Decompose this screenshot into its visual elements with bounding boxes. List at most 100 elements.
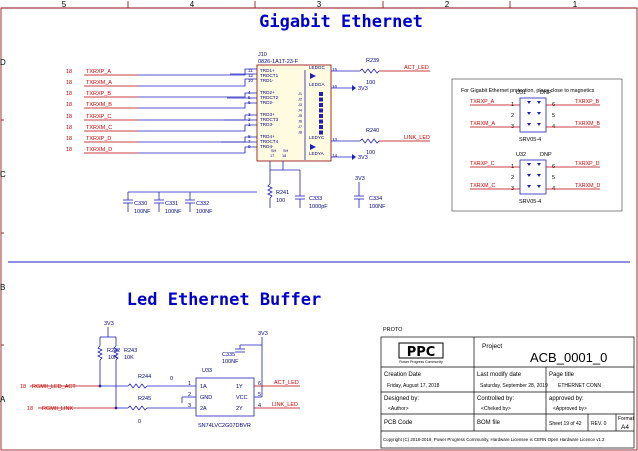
cap-ref-1: C331	[165, 201, 178, 207]
modify-date: Saturday, September 28, 2019	[480, 383, 548, 389]
net-act-led: ACT_LED	[404, 65, 429, 71]
j10-ref: J10	[258, 52, 267, 58]
controlled-value: <Cheked by>	[481, 406, 511, 412]
coil-segment-4	[319, 114, 323, 118]
net-sheetref-3: 18	[66, 102, 72, 108]
u31-ref: U31	[516, 90, 526, 96]
j10-led-pin-16: 16	[332, 84, 338, 89]
j10-label-7: TRDCT3	[260, 117, 279, 122]
net-label-txrxm_b: TXRXM_B	[86, 102, 112, 108]
net-3v3-c334: 3V3	[355, 176, 365, 182]
u33-pin-num-r-4: 4	[258, 403, 261, 409]
u32-diode-icon-1	[527, 174, 541, 177]
j10-shield-label-1: SH	[283, 149, 289, 153]
j10-label-1: TRDCT1	[260, 73, 279, 78]
coil-segment-0	[319, 92, 323, 96]
logo-text: PPC	[407, 345, 436, 360]
net-label-txrxm_c: TXRXM_C	[86, 125, 112, 131]
j10-led-label-0: LEDGC	[309, 65, 326, 70]
led-side-circuit: R239 100 ACT_LED 3V3 R240 100 LINK_LED 3…	[331, 58, 430, 161]
net-num-r244: 0	[170, 376, 173, 382]
led-buffer-circuit: 3V3 R242 10K R243 10K 18 RGMII_LED_ACT 1…	[20, 321, 300, 429]
sheetref-rgmii-act: 18	[20, 384, 26, 390]
net-route-0	[138, 68, 257, 76]
j10-inner-pin-3: J4	[298, 109, 302, 113]
sheetref-rgmii-link: 18	[27, 406, 33, 412]
border-row-a: A	[0, 395, 6, 404]
u32-diode-icon-0	[527, 163, 541, 166]
net-link-led: LINK_LED	[404, 135, 430, 141]
u31-diode-icon-2	[527, 123, 541, 126]
copyright: Copyright (C) 2018-2019, Power Progress …	[383, 437, 605, 442]
designed-value: <Author>	[388, 406, 409, 412]
coil-segment-6	[319, 125, 323, 129]
c334-ref: C334	[369, 196, 382, 202]
j10-pin-2: 2	[248, 117, 251, 122]
j10-part: 0826-1A1T-23-F	[258, 59, 299, 65]
border-row-d: D	[0, 58, 6, 67]
r241-value: 100	[276, 198, 285, 204]
cap-ref-2: C332	[196, 201, 209, 207]
r241-ref: R241	[276, 190, 289, 196]
net-rgmii-led-act: RGMII_LED_ACT	[32, 384, 76, 390]
esd-note: For Gigabit Ethernet protection, place c…	[461, 88, 595, 94]
j10-pin-7: 7	[248, 139, 251, 144]
j10-shield-label-0: SH	[271, 149, 277, 153]
cap-ref-0: C330	[134, 201, 147, 207]
modify-label: Last modify date	[477, 372, 522, 378]
pcb-code-label: PCB Code	[384, 420, 413, 426]
u31-pin-r-1: 5	[552, 113, 555, 119]
u32-body	[519, 159, 547, 195]
u32-net-l-0: TXRXP_C	[470, 161, 495, 167]
j10-inner-pin-0: J1	[298, 92, 302, 96]
title-led-ethernet-buffer: Led Ethernet Buffer	[127, 290, 321, 310]
j10-inner-pin-4: J5	[298, 114, 302, 118]
j10-led-pin-15: 15	[332, 67, 338, 72]
sheet-number: Sheet 19 of 42	[549, 421, 582, 427]
u32-pin-r-1: 5	[552, 175, 555, 181]
net-3v3-upper: 3V3	[358, 86, 368, 92]
designed-label: Designed by:	[384, 396, 419, 402]
creation-label: Creation Date	[384, 372, 422, 378]
u33-pin-num-r-5: 5	[258, 392, 261, 398]
cap-value-2: 100NF	[196, 209, 213, 215]
j10-shield-pin-18: 18	[282, 154, 286, 158]
j10-pin-12: 12	[248, 73, 254, 78]
r242-value: 10K	[108, 355, 118, 361]
c333-value: 1000pF	[309, 204, 328, 210]
coil-segment-7	[319, 130, 323, 135]
ppc-logo: PPC Power Progress Community	[398, 342, 444, 364]
border-row-c: C	[0, 170, 6, 179]
net-label-txrxp_b: TXRXP_B	[86, 91, 111, 97]
esd-protection-block: For Gigabit Ethernet protection, place c…	[451, 78, 623, 212]
j10-led-pin-13: 13	[332, 137, 338, 142]
controlled-label: Controlled by:	[477, 396, 514, 402]
led-yellow-icon	[310, 144, 316, 150]
u31-diode-icon-1	[527, 112, 541, 115]
approved-label: approved by:	[549, 396, 584, 402]
net-link-led-out: LINK_LED	[272, 402, 298, 408]
j10-pin-10: 10	[248, 78, 254, 83]
project-label: Project	[482, 343, 502, 350]
r240-value: 100	[366, 150, 375, 156]
approved-value: <Approved by>	[553, 406, 587, 412]
j10-label-4: TRDCT2	[260, 95, 279, 100]
u33-pin-num-l-2: 2	[188, 392, 191, 398]
j10-label-9: TRD4+	[260, 134, 275, 139]
r240-ref: R240	[366, 128, 379, 134]
r242-ref: R242	[107, 348, 120, 354]
net-3v3-pullup: 3V3	[104, 321, 114, 327]
j10-label-5: TRD2-	[260, 100, 274, 105]
net-sheetref-6: 18	[66, 136, 72, 142]
u31-part: SRV05-4	[519, 137, 541, 143]
c335-value: 100NF	[222, 359, 239, 365]
coil-segment-1	[319, 97, 323, 102]
u31-pin-l-1: 2	[511, 113, 514, 119]
u33-pin-num-l-1: 1	[188, 381, 191, 387]
net-label-txrxp_a: TXRXP_A	[86, 69, 111, 75]
